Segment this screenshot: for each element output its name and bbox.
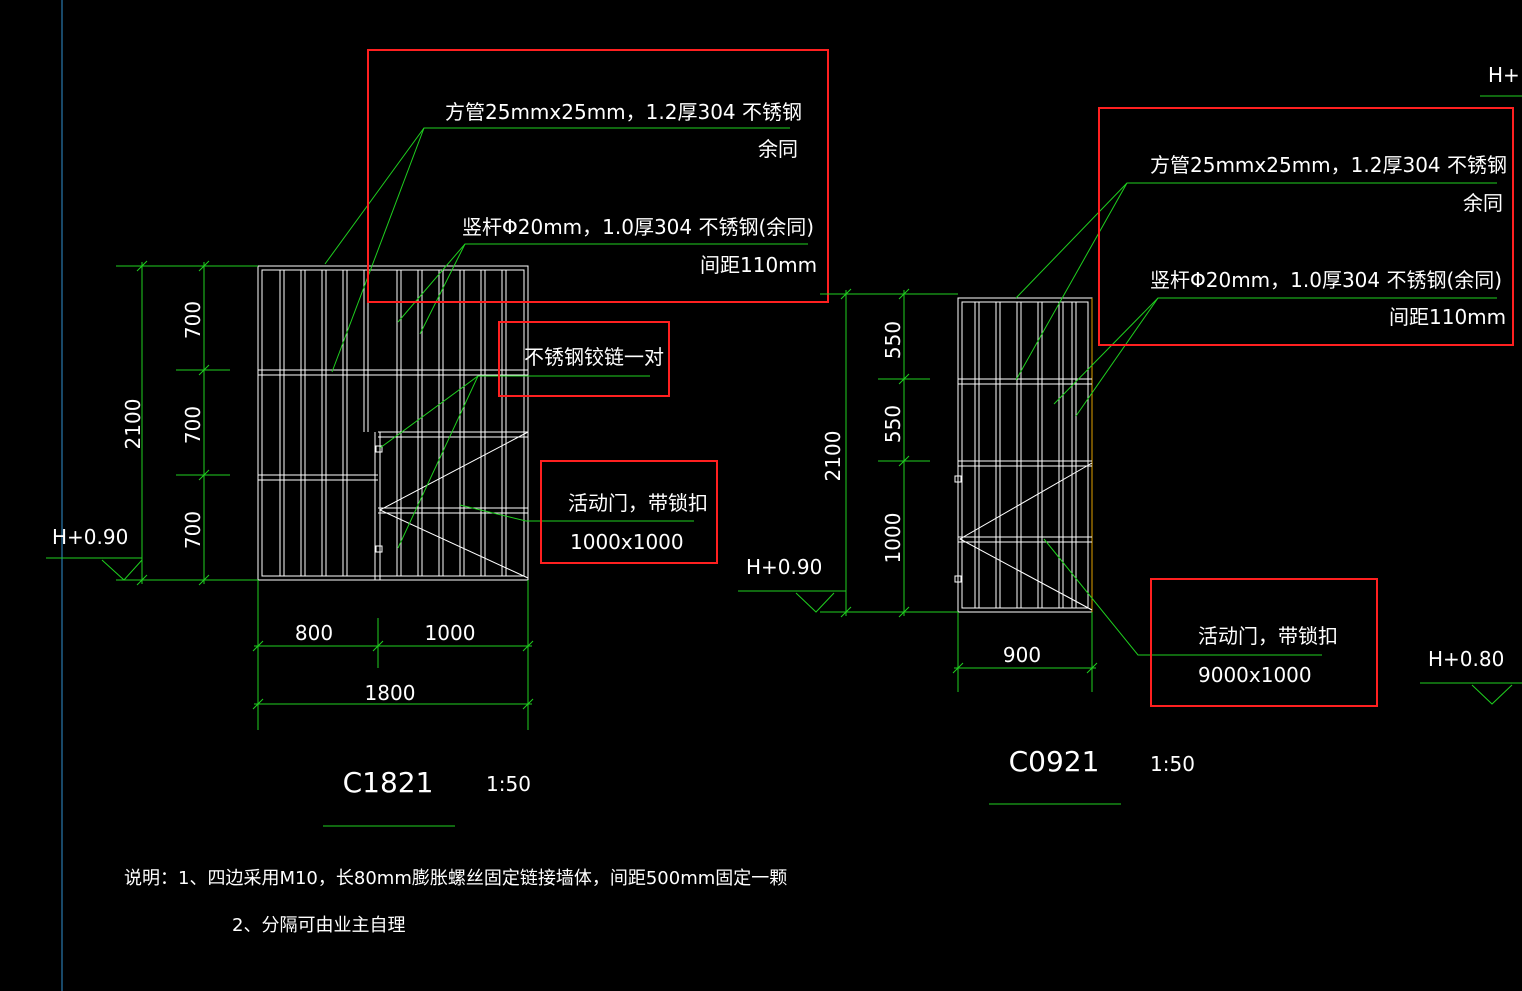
c0921-vertical-dimensions	[820, 288, 958, 618]
c1821-overall-height-label: 2100	[121, 399, 145, 450]
c1821-hinge-bottom[interactable]	[375, 545, 383, 553]
c1821-height-segment-2: 700	[181, 406, 205, 444]
c1821-tube-spec-note: 余同	[758, 137, 798, 161]
c1821-bar-spacing-text: 间距110mm	[700, 253, 817, 277]
c0921-height-segment-3: 1000	[881, 513, 905, 564]
c0921-hinge-bottom[interactable]	[954, 575, 962, 583]
c0921-width-label: 900	[1003, 643, 1041, 667]
c0921-leader-lines	[1015, 182, 1497, 656]
c1821-callout-box-door[interactable]	[540, 460, 718, 564]
c1821-vertical-bars	[279, 270, 507, 576]
c1821-bar-spec-text: 竖杆Φ20mm，1.0厚304 不锈钢(余同)	[462, 215, 814, 239]
edge-level-label-top: H+	[1488, 63, 1520, 87]
c0921-hinge-top[interactable]	[954, 475, 962, 483]
c1821-horizontal-dimensions	[252, 580, 534, 730]
c1821-overall-width-label: 1800	[365, 681, 416, 705]
c1821-hinge-text: 不锈钢铰链一对	[524, 345, 664, 369]
c1821-height-segment-1: 700	[181, 301, 205, 339]
c1821-vertical-dimensions	[116, 260, 258, 586]
c1821-level-marker	[46, 557, 143, 581]
c0921-callout-box-door[interactable]	[1150, 578, 1378, 707]
c0921-height-segment-2: 550	[881, 405, 905, 443]
c0921-door-text: 活动门，带锁扣	[1198, 624, 1338, 648]
c0921-tube-spec-text: 方管25mmx25mm，1.2厚304 不锈钢	[1150, 153, 1507, 177]
c1821-door-text: 活动门，带锁扣	[568, 491, 708, 515]
c1821-inner-frame	[261, 269, 525, 577]
c0921-tube-spec-note: 余同	[1463, 191, 1503, 215]
c1821-tube-spec-text: 方管25mmx25mm，1.2厚304 不锈钢	[445, 100, 802, 124]
c0921-overall-height-label: 2100	[821, 431, 845, 482]
c1821-door-swing-lines	[378, 431, 529, 579]
c0921-bar-spacing-text: 间距110mm	[1389, 305, 1506, 329]
window-c0921[interactable]	[738, 107, 1514, 805]
c1821-door-size-text: 1000x1000	[570, 530, 684, 554]
notes-line-1: 说明：1、四边采用M10，长80mm膨胀螺丝固定链接墙体，间距500mm固定一颗	[124, 868, 787, 889]
window-c1821[interactable]	[46, 49, 829, 827]
c1821-callout-box-hinge[interactable]	[498, 321, 670, 397]
c0921-height-segment-1: 550	[881, 321, 905, 359]
c1821-leader-lines	[324, 127, 808, 549]
c0921-scale: 1:50	[1150, 752, 1195, 776]
c0921-level-label: H+0.90	[746, 555, 822, 579]
c0921-door-swing-lines	[958, 462, 1093, 611]
c0921-vertical-bars	[974, 302, 1077, 608]
c1821-horizontal-rails	[258, 369, 528, 514]
c1821-scale: 1:50	[486, 772, 531, 796]
edge-level-label-bottom: H+0.80	[1428, 647, 1504, 671]
c1821-outer-frame	[257, 265, 529, 581]
c0921-inner-frame	[961, 301, 1089, 609]
c1821-level-label: H+0.90	[52, 525, 128, 549]
edge-level-marker-bottom	[1420, 682, 1522, 705]
c1821-width-segment-2: 1000	[425, 621, 476, 645]
c0921-door-size-text: 9000x1000	[1198, 663, 1312, 687]
c0921-bar-spec-text: 竖杆Φ20mm，1.0厚304 不锈钢(余同)	[1150, 268, 1502, 292]
c0921-horizontal-rails	[958, 378, 1092, 543]
c0921-level-marker	[738, 590, 846, 613]
c0921-horizontal-dimensions	[952, 612, 1098, 692]
c0921-title: C0921	[1009, 745, 1100, 778]
c1821-callout-box-materials[interactable]	[367, 49, 829, 303]
notes-line-2: 2、分隔可由业主自理	[232, 915, 405, 936]
c1821-height-segment-3: 700	[181, 511, 205, 549]
c1821-hinge-top[interactable]	[375, 445, 383, 453]
c1821-width-segment-1: 800	[295, 621, 333, 645]
c1821-title: C1821	[343, 766, 434, 799]
c0921-callout-box-materials[interactable]	[1098, 107, 1514, 346]
